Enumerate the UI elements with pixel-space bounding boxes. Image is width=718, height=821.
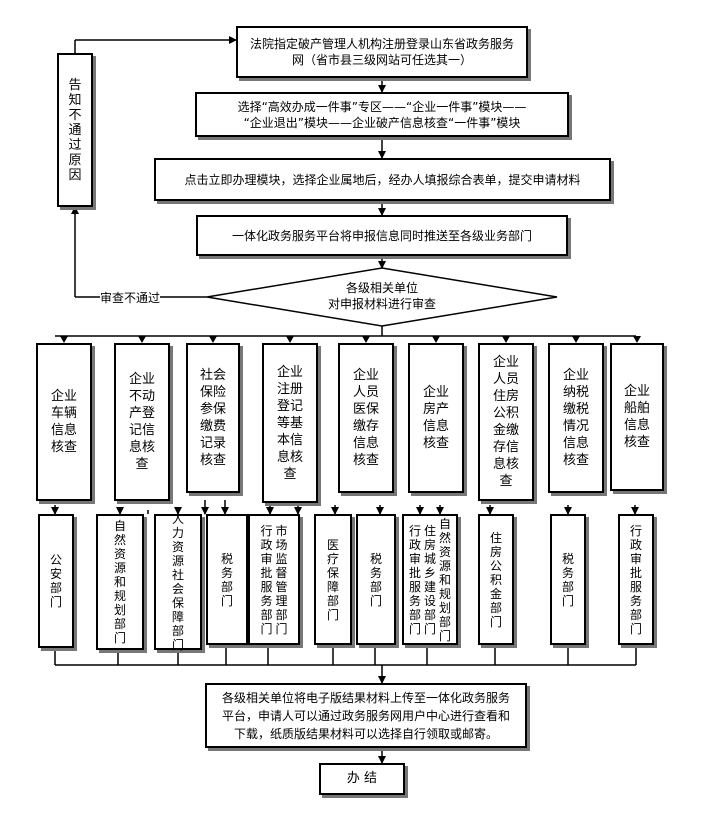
check-box: 企业人员医保缴存信息核查 [338,343,394,493]
tick-arrow [286,336,294,343]
review-text: 各级相关单位 对申报材料进行审查 [292,280,472,312]
check-box-text: 社会保险参保缴费记录核查 [200,368,227,468]
check-box-text: 企业纳税缴税情况信息核查 [563,368,590,468]
tick-arrow [432,336,440,343]
tick-arrow [572,336,580,343]
department-name: 自然资源和规划部门 [438,516,451,643]
select-module-step: 选择“高效办成一件事”专区——“企业一件事”模块—— “企业退出”模块——企业破… [195,92,569,137]
department-box: 税务部门 [206,514,248,645]
select-line-2: “企业退出”模块——企业破产信息核查“一件事”模块 [243,115,521,130]
click-text: 点击立即办理模块，选择企业属地后，经办人填报综合表单，提交申请材料 [184,172,581,187]
check-box-text: 企业人员医保缴存信息核查 [353,368,380,468]
notify-reason-box: 告知不通过原因 [57,53,93,207]
push-text: 一体化政务服务平台将申报信息同时推送至各级业务部门 [231,228,532,243]
select-line-1: 选择“高效办成一件事”专区——“企业一件事”模块—— [237,99,527,114]
notify-reason-text: 告知不通过原因 [68,77,82,183]
tick-arrow [502,336,510,343]
check-box: 企业房产信息核查 [408,343,464,493]
register-step: 法院指定破产管理人机构注册登录山东省政务服务网（省市县三级网站可任选其一） [236,26,528,78]
department-name: 市场监督管理部门 [275,523,288,636]
department-box: 人力资源社会保障部门 [154,512,202,652]
department-box: 税务部门 [356,514,396,645]
tick-arrow [633,336,641,343]
check-box: 企业船舶信息核查 [610,343,664,491]
check-box-text: 企业船舶信息核查 [624,384,651,450]
check-box: 企业人员住房公积金缴存信息核查 [478,343,534,501]
review-line-1: 各级相关单位 [345,281,418,295]
department-box: 行政审批服务部门住房城乡建设部门自然资源和规划部门 [402,514,458,645]
department-name: 行政审批服务部门 [260,523,273,636]
department-box: 税务部门 [550,514,586,645]
department-name: 自然资源和规划部门 [113,519,126,645]
department-box: 行政审批服务部门市场监督管理部门 [248,514,300,645]
department-box: 公安部门 [38,514,74,648]
department-box: 住房公积金部门 [478,514,514,645]
department-name: 税务部门 [220,551,233,608]
department-name: 住房城乡建设部门 [423,523,436,636]
tick-arrow [60,336,68,343]
tick-arrow [138,336,146,343]
check-box-text: 企业人员住房公积金缴存信息核查 [493,355,520,489]
upload-text: 各级相关单位将电子版结果材料上传至一体化政务服务平台，申请人可以通过政务服务网用… [221,690,510,741]
check-box-text: 企业房产信息核查 [423,385,450,451]
department-name: 住房公积金部门 [489,530,502,629]
department-name: 行政审批服务部门 [629,523,642,636]
register-text: 法院指定破产管理人机构注册登录山东省政务服务网（省市县三级网站可任选其一） [249,37,514,67]
department-box: 行政审批服务部门 [618,514,654,645]
review-line-2: 对申报材料进行审查 [327,297,436,311]
finish-step: 办 结 [319,763,405,795]
review-diamond [206,267,558,327]
department-box: 医疗保障部门 [314,514,352,645]
check-box-text: 企业车辆信息核查 [51,389,78,455]
check-box: 企业不动产登记信息核查 [114,343,170,501]
department-name: 行政审批服务部门 [408,523,421,636]
check-box: 企业注册登记等基本信息核查 [262,343,318,503]
check-box-text: 企业不动产登记信息核查 [129,372,156,472]
department-box: 自然资源和规划部门 [96,514,144,650]
department-name: 人力资源社会保障部门 [171,512,184,652]
department-name: 税务部门 [369,551,382,608]
check-box-text: 企业注册登记等基本信息核查 [277,364,304,482]
check-box: 企业纳税缴税情况信息核查 [548,343,604,493]
check-box: 企业车辆信息核查 [36,343,92,501]
tick-arrow [209,336,217,343]
finish-text: 办 结 [346,771,378,786]
fail-label: 审查不通过 [100,289,161,306]
department-name: 公安部门 [49,553,62,609]
tick-arrow [362,336,370,343]
department-name: 医疗保障部门 [326,537,339,622]
click-handle-step: 点击立即办理模块，选择企业属地后，经办人填报综合表单，提交申请材料 [154,158,611,201]
department-name: 税务部门 [561,551,574,608]
push-step: 一体化政务服务平台将申报信息同时推送至各级业务部门 [196,215,568,256]
check-box: 社会保险参保缴费记录核查 [186,343,240,493]
upload-result-step: 各级相关单位将电子版结果材料上传至一体化政务服务平台，申请人可以通过政务服务网用… [205,683,527,748]
